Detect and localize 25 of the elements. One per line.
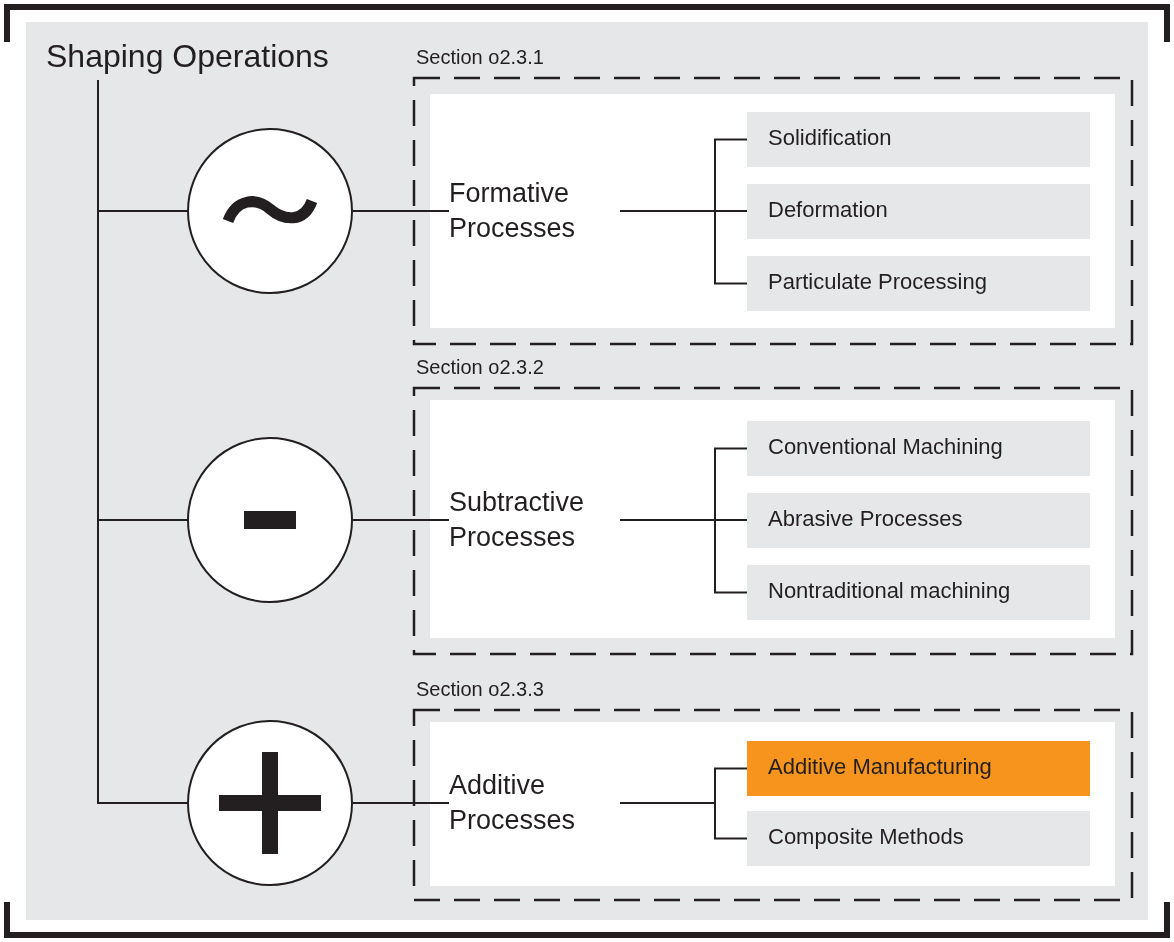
root-label: Shaping Operations: [46, 37, 330, 76]
connector-line: [352, 210, 450, 212]
process-label: Additive Processes: [449, 769, 577, 837]
process-label: Formative Processes: [449, 177, 577, 245]
section-label: Section o2.3.2: [416, 355, 544, 380]
connector-line: [352, 802, 450, 804]
category-box: Additive Manufacturing: [747, 741, 1090, 796]
connector-line: [352, 519, 450, 521]
category-box: Deformation: [747, 184, 1090, 239]
category-box: Solidification: [747, 112, 1090, 167]
category-box: Composite Methods: [747, 811, 1090, 866]
category-box: Conventional Machining: [747, 421, 1090, 476]
connector-line: [619, 519, 748, 594]
process-panel: [430, 94, 1115, 328]
category-box: Nontraditional machining: [747, 565, 1090, 620]
section-label: Section o2.3.1: [416, 45, 544, 70]
process-label: Subtractive Processes: [449, 486, 586, 554]
process-panel: [430, 722, 1115, 886]
connector-line: [97, 79, 188, 804]
connector-line: [619, 210, 748, 285]
category-box: Abrasive Processes: [747, 493, 1090, 548]
connector-line: [619, 802, 748, 840]
process-panel: [430, 400, 1115, 638]
category-box: Particulate Processing: [747, 256, 1090, 311]
section-label: Section o2.3.3: [416, 677, 544, 702]
